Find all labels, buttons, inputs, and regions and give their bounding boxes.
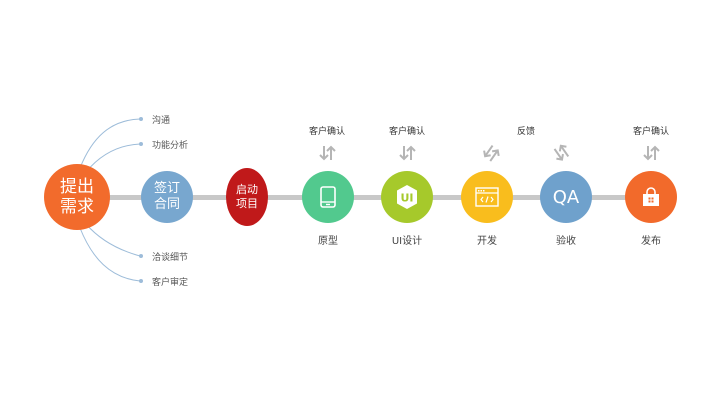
qa-icon: QA (552, 186, 580, 208)
diagonal-arrows-icon (553, 144, 570, 161)
stage-prototype-label: 原型 (318, 236, 338, 247)
stage-release-node[interactable] (625, 171, 677, 223)
stage-release-label: 发布 (641, 236, 661, 247)
stage-ui-design-label: UI设计 (391, 236, 423, 247)
bidirectional-arrows-icon (643, 145, 660, 161)
stage-ui-design-node[interactable]: UI (381, 171, 433, 223)
branch-label-function-analysis: 功能分析 (152, 141, 189, 151)
stage-ui-top-label: 客户确认 (388, 127, 426, 137)
branch-label-communicate: 沟通 (152, 116, 171, 126)
branch-label-client-review: 客户审定 (152, 278, 189, 288)
ui-badge-icon: UI (397, 185, 417, 209)
contract-node[interactable]: 签订合同 (141, 171, 193, 223)
branch-label-negotiate-details: 洽谈细节 (152, 253, 189, 263)
timeline-connector (100, 195, 660, 200)
stage-prototype-node[interactable] (302, 171, 354, 223)
stage-prototype-top-label: 客户确认 (308, 127, 346, 137)
svg-text:UI: UI (400, 192, 413, 205)
stage-development-node[interactable] (461, 171, 513, 223)
diagonal-arrows-icon (483, 144, 500, 162)
bidirectional-arrows-icon (319, 145, 336, 161)
stage-release-top-label: 客户确认 (632, 127, 670, 137)
launch-project-node[interactable]: 启动项目 (226, 168, 268, 226)
code-window-icon (475, 187, 499, 207)
tablet-icon (320, 186, 336, 208)
feedback-label: 反馈 (516, 127, 536, 137)
stage-acceptance-label: 验收 (556, 236, 576, 247)
shopping-bag-icon (643, 187, 659, 206)
stage-acceptance-node[interactable]: QA (540, 171, 592, 223)
bidirectional-arrows-icon (399, 145, 416, 161)
start-node-submit-requirements[interactable]: 提出需求 (44, 164, 110, 230)
stage-development-label: 开发 (477, 236, 497, 247)
